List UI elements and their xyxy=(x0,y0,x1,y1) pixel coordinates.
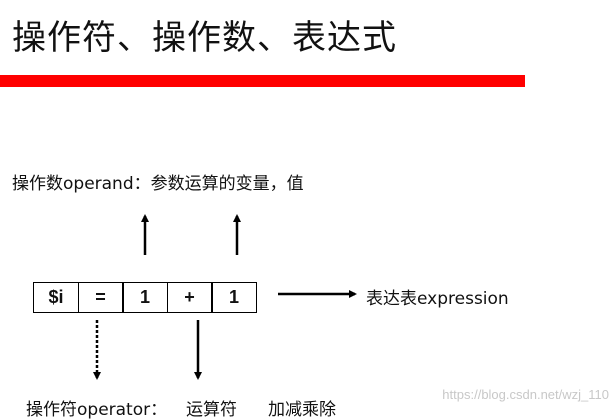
title-underline-bar xyxy=(0,75,525,87)
expression-cell-operand-2: 1 xyxy=(211,282,257,313)
operand-label: 操作数operand：参数运算的变量，值 xyxy=(12,174,304,194)
operator-label: 操作符operator： xyxy=(26,400,168,420)
expression-cell-plus: + xyxy=(166,282,213,313)
expression-label: 表达表expression xyxy=(366,289,509,309)
operator-kind-label: 运算符 xyxy=(186,400,237,420)
expression-cell-operand-1: 1 xyxy=(122,282,168,313)
expression-cells: $i = 1 + 1 xyxy=(33,282,257,313)
expression-cell-variable: $i xyxy=(33,282,79,313)
slide-title: 操作符、操作数、表达式 xyxy=(12,18,397,58)
operator-examples-label: 加减乘除 xyxy=(268,400,336,420)
expression-cell-assign: = xyxy=(77,282,124,313)
watermark-text: https://blog.csdn.net/wzj_110 xyxy=(442,387,609,402)
